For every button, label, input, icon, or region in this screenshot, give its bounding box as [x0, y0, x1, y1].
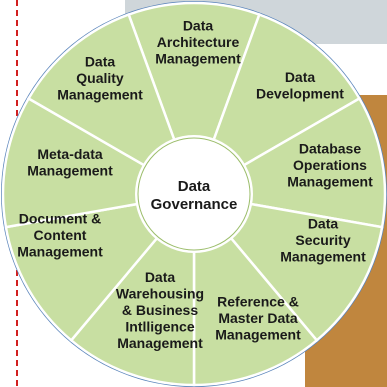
label-line: Operations	[293, 157, 367, 173]
label-line: Management	[215, 327, 301, 343]
label-line: Security	[295, 232, 350, 248]
label-line: Management	[287, 174, 373, 190]
label-line: Development	[256, 85, 344, 101]
label-line: Master Data	[218, 310, 298, 326]
label-line: & Business	[122, 302, 198, 318]
label-line: Architecture	[157, 34, 240, 50]
center-label-line: Governance	[151, 196, 238, 213]
label-line: Management	[17, 244, 103, 260]
label-line: Management	[27, 162, 113, 178]
label-line: Reference &	[217, 294, 299, 310]
segment-data-development	[191, 12, 362, 197]
segment-data-security-management	[190, 192, 384, 343]
label-line: Warehousing	[116, 286, 204, 302]
center-label-line: Data	[178, 178, 211, 195]
label-line: Management	[117, 335, 203, 351]
label-line: Content	[34, 227, 87, 243]
segment-data-quality-management	[26, 12, 197, 197]
segment-data-architecture-management	[127, 1, 261, 198]
label-line: Data	[308, 216, 339, 232]
label-line: Management	[155, 51, 241, 67]
center-hub	[137, 137, 251, 251]
label-line: Document &	[19, 211, 101, 227]
label-line: Data	[183, 18, 214, 34]
label-line: Management	[57, 87, 143, 103]
label-line: Meta-data	[37, 146, 103, 162]
label-line: Data	[145, 269, 176, 285]
segment-document-content-management	[4, 192, 198, 343]
label-line: Data	[285, 69, 316, 85]
label-line: Management	[280, 249, 366, 265]
label-line: Database	[299, 141, 361, 157]
label-line: Intlligence	[125, 319, 194, 335]
label-line: Quality	[76, 70, 124, 86]
label-line: Data	[85, 54, 116, 70]
